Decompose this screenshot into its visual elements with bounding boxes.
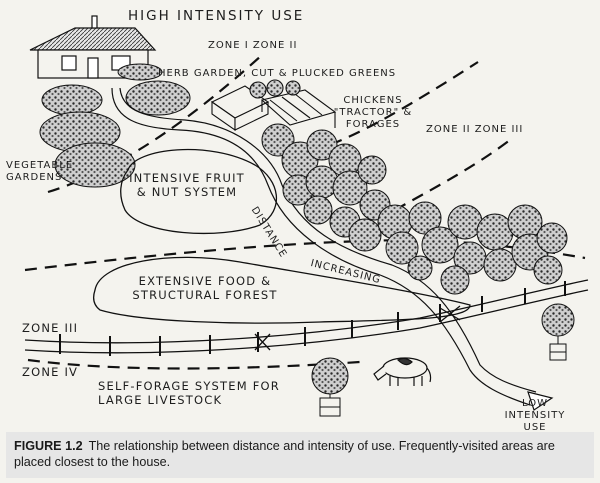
label-herb-garden: HERB GARDEN, CUT & PLUCKED GREENS — [158, 68, 397, 79]
zone-3-4-boundary — [27, 358, 361, 370]
fence — [24, 279, 589, 356]
label-chickens: CHICKENS "TRACTOR" & FORAGES — [333, 95, 413, 130]
figure-number: FIGURE 1.2 — [14, 439, 83, 453]
label-vegetable-gardens: VEGETABLE GARDENS — [6, 160, 74, 183]
chicken-tractor-sketch — [210, 79, 337, 132]
forest-enclosure — [92, 256, 471, 324]
label-high-intensity-use: HIGH INTENSITY USE — [128, 8, 305, 24]
vegetable-garden-beds — [39, 63, 191, 188]
label-structural-forest: EXTENSIVE FOOD & STRUCTURAL FOREST — [132, 274, 278, 302]
label-fruit-nut-system: INTENSIVE FRUIT & NUT SYSTEM — [129, 171, 245, 199]
label-zone-4: ZONE IV — [22, 365, 79, 379]
zone-2-3-boundary-lower — [394, 139, 511, 211]
sketch-illustration — [24, 15, 589, 417]
zone-2-3-boundary — [291, 61, 479, 157]
guarded-tree-left — [311, 357, 349, 417]
label-zone-2-3: ZONE II ZONE III — [426, 124, 524, 135]
guarded-tree-right — [541, 303, 575, 361]
fruit-nut-enclosure — [120, 148, 277, 235]
arrow-head — [527, 391, 554, 411]
label-low-intensity-use: LOW INTENSITY USE — [504, 398, 566, 433]
caption-text: The relationship between distance and in… — [14, 439, 555, 470]
label-self-forage-system: SELF-FORAGE SYSTEM FOR LARGE LIVESTOCK — [98, 379, 280, 407]
farm-path — [111, 87, 531, 406]
label-zone-3: ZONE III — [22, 321, 79, 335]
cow-sketch — [373, 357, 432, 386]
label-zone-1-2: ZONE I ZONE II — [208, 40, 298, 51]
orchard-trees — [261, 123, 568, 295]
